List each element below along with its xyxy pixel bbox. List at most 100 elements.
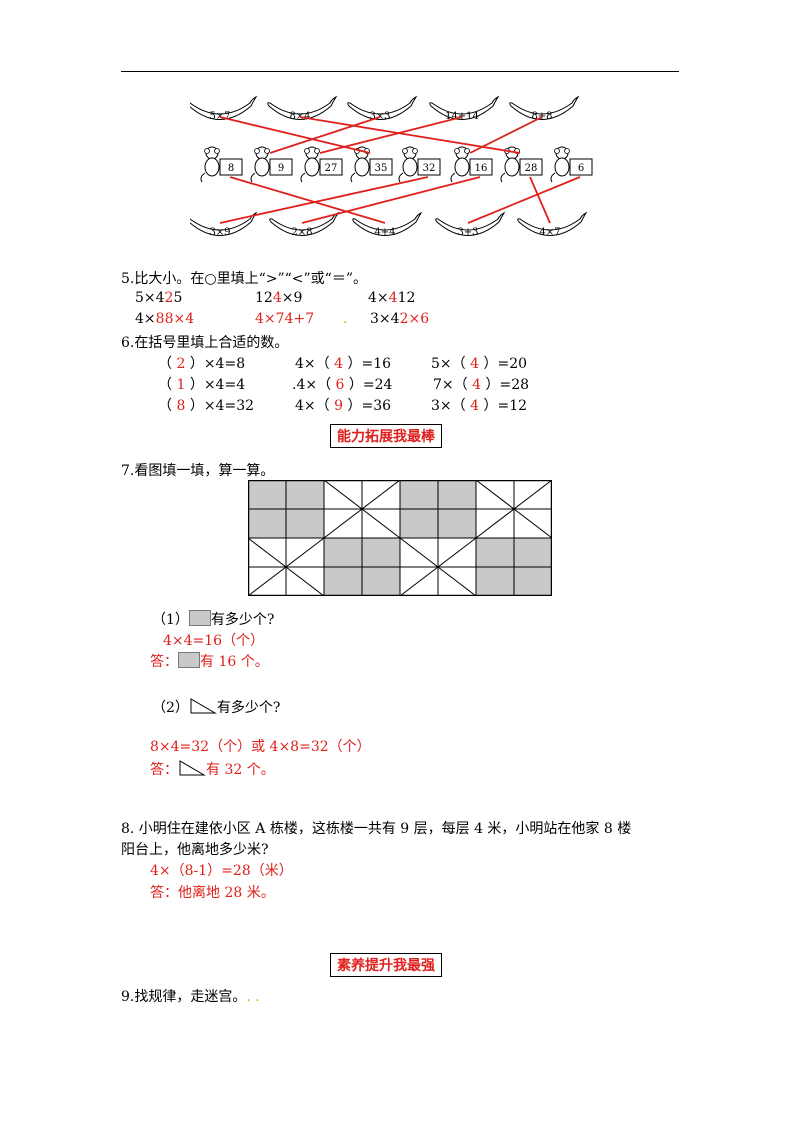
q9-title: 9.找规律，走迷宫。. .	[121, 989, 260, 1005]
monkey-number: 9	[278, 163, 284, 174]
match-line	[469, 116, 543, 154]
q5-title: 5.比大小。在○里填上“>”“<”或“＝”。	[121, 271, 367, 287]
banana-bottom-label: 3+3	[457, 227, 478, 238]
grid-cell-gray	[285, 508, 325, 539]
q6-r1c3: 5×（ 4 ）=20	[431, 356, 528, 372]
monkey-icon	[398, 146, 418, 183]
q7-title: 7.看图填一填，算一算。	[121, 463, 275, 479]
q6-r2c2: .4×（ 6 ）=24	[292, 377, 393, 393]
q7-part1-question: （1）有多少个?	[152, 610, 275, 628]
q6-r2c1: （ 1 ）×4=4	[158, 377, 246, 393]
q8-line1: 8. 小明住在建依小区 A 栋楼，这栋楼一共有 9 层，每层 4 米，小明站在他…	[121, 821, 632, 837]
grid-diagonal	[323, 480, 401, 539]
match-line	[467, 176, 581, 224]
q6-r3c3: 3×（ 4 ）=12	[431, 398, 528, 414]
grid-cell-gray	[437, 508, 477, 539]
monkey-number: 6	[578, 163, 584, 174]
grid-cell-gray	[323, 566, 363, 596]
monkey-icon	[550, 146, 570, 183]
match-line	[219, 176, 429, 224]
match-line	[301, 176, 481, 224]
monkey-number: 16	[475, 163, 488, 174]
monkey-number: 27	[325, 163, 338, 174]
q6-title: 6.在括号里填上合适的数。	[121, 335, 289, 351]
banana-bottom	[269, 211, 340, 236]
match-line	[229, 176, 386, 224]
q5-row2-item1: 4×88×4	[135, 311, 195, 327]
match-line	[529, 176, 551, 224]
monkey-icon	[250, 146, 270, 183]
banana-monkey-matching: 5×7 8×4 3×3 14+14 8+8 8 9 27 35 32 16 28 6 3×9 2×8 4+4 3…	[190, 95, 593, 238]
grid-cell-gray	[399, 480, 439, 510]
q5-row1-item1: 5×425	[135, 290, 183, 306]
banana-top-label: 8×4	[289, 111, 310, 122]
banana-bottom-label: 4×7	[539, 227, 560, 238]
monkey-number-box	[469, 158, 493, 176]
banana-top	[190, 95, 258, 120]
banana-bottom-label: 2×8	[291, 227, 312, 238]
monkey-number: 32	[423, 163, 436, 174]
banana-top	[347, 95, 418, 120]
banana-bottom	[352, 211, 423, 236]
banana-top	[509, 95, 580, 120]
grid-cell-gray	[513, 537, 552, 568]
gray-square-icon	[178, 652, 200, 668]
banana-top-label: 5×7	[209, 111, 230, 122]
grid-cell-gray	[361, 537, 401, 568]
grid-cell-gray	[475, 566, 515, 596]
monkey-number-box	[519, 158, 543, 176]
monkey-number-box	[569, 158, 593, 176]
monkey-number: 28	[525, 163, 538, 174]
grid-border	[248, 480, 552, 596]
match-line	[319, 116, 463, 154]
grid-cell-gray	[323, 537, 363, 568]
monkey-number-box	[417, 158, 441, 176]
grid-cell-gray	[475, 537, 515, 568]
grid-cell-gray	[248, 508, 287, 539]
q6-r3c1: （ 8 ）×4=32	[158, 398, 255, 414]
grid-diagonal	[475, 480, 552, 539]
banana-bottom	[517, 211, 588, 236]
banana-bottom	[190, 211, 258, 236]
grid-diagonal	[399, 537, 477, 596]
section-banner-literacy: 素养提升我最强	[330, 953, 442, 977]
q5-row1-item3: 4×412	[368, 290, 416, 306]
grid-diagonal	[248, 537, 325, 596]
banana-bottom	[435, 211, 506, 236]
banana-bottom-label: 3×9	[209, 227, 230, 238]
section-banner-ability: 能力拓展我最棒	[330, 424, 442, 448]
q9-dots: . .	[246, 989, 260, 1005]
q8-calc: 4×（8-1）=28（米）	[150, 863, 293, 879]
banana-top-label: 3×3	[369, 111, 390, 122]
monkey-icon	[450, 146, 470, 183]
monkey-number: 8	[228, 163, 234, 174]
q6-r2c3: 7×（ 4 ）=28	[433, 377, 530, 393]
q6-r1c2: 4×（ 4 ）=16	[295, 356, 392, 372]
monkey-number-box	[369, 158, 393, 176]
banana-top-label: 8+8	[531, 111, 552, 122]
monkey-number-box	[319, 158, 343, 176]
q7-part2-answer: 答：有 32 个。	[150, 759, 275, 779]
match-line	[219, 116, 371, 154]
q7-grid-figure	[248, 480, 552, 596]
grid-cell-gray	[361, 566, 401, 596]
grid-cell-gray	[248, 480, 287, 510]
banana-top-label: 14+14	[445, 111, 479, 122]
q7-part2-question: （2）有多少个?	[152, 697, 280, 717]
q7-part2-calc: 8×4=32（个）或 4×8=32（个）	[150, 739, 371, 755]
grid-cell-gray	[437, 480, 477, 510]
q8-answer: 答：他离地 28 米。	[150, 885, 275, 901]
match-line	[269, 116, 381, 154]
gray-square-icon	[188, 610, 211, 626]
monkey-number: 35	[375, 163, 388, 174]
banana-top	[429, 95, 500, 120]
banana-bottom-label: 4+4	[374, 227, 395, 238]
q5-row2-item2: 4×74+7	[255, 311, 315, 327]
triangle-icon	[190, 698, 217, 714]
q7-part1-calc: 4×4=16（个）	[163, 633, 265, 649]
q5-row2-item3: 3×42×6	[370, 311, 430, 327]
q6-r1c1: （ 2 ）×4=8	[158, 356, 246, 372]
q5-dot: .	[343, 311, 348, 327]
grid-cell-gray	[399, 508, 439, 539]
banana-top	[267, 95, 338, 120]
